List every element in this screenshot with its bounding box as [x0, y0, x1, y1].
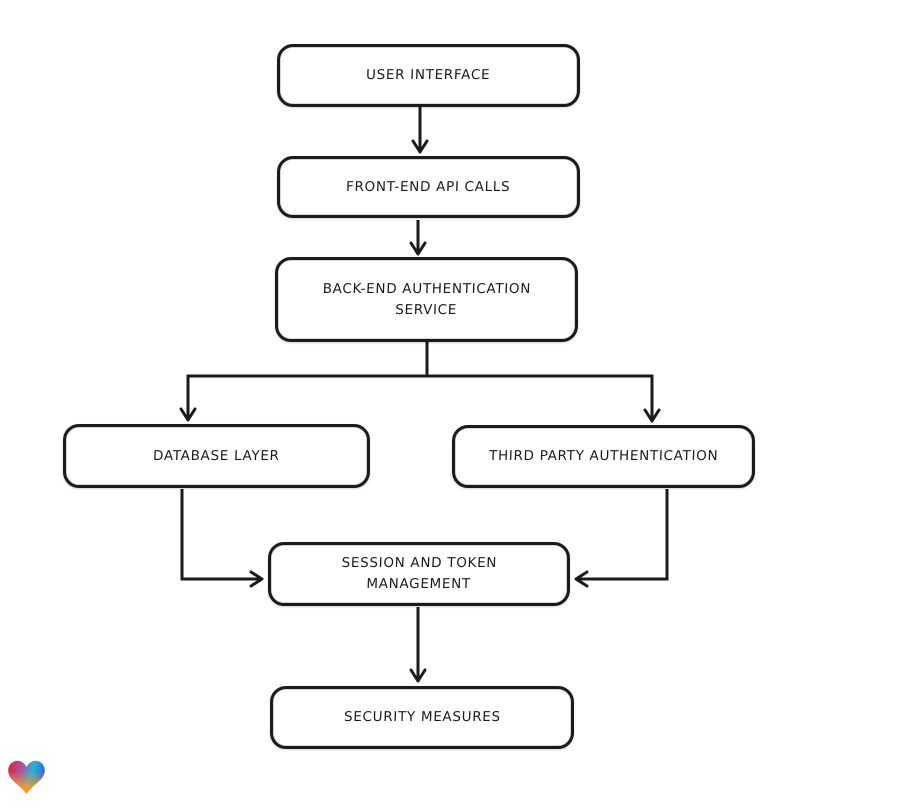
node-backend-authentication-service: BACK-END AUTHENTICATION SERVICE — [275, 257, 578, 342]
node-database-layer-label: DATABASE LAYER — [152, 447, 281, 464]
edge-database-to-session — [180, 489, 264, 588]
node-security-measures-label: SECURITY MEASURES — [343, 709, 501, 726]
node-third-party-authentication: THIRD PARTY AUTHENTICATION — [452, 425, 755, 488]
node-security-measures: SECURITY MEASURES — [270, 686, 574, 749]
node-session-and-token-management-label: SESSION AND TOKEN MANAGEMENT — [341, 555, 498, 592]
node-user-interface-label: USER INTERFACE — [366, 67, 491, 84]
node-frontend-api-calls-label: FRONT-END API CALLS — [346, 178, 511, 195]
node-third-party-authentication-label: THIRD PARTY AUTHENTICATION — [488, 448, 719, 465]
node-frontend-api-calls: FRONT-END API CALLS — [277, 156, 580, 218]
node-session-and-token-management: SESSION AND TOKEN MANAGEMENT — [268, 542, 570, 606]
node-user-interface: USER INTERFACE — [277, 44, 580, 107]
node-database-layer: DATABASE LAYER — [63, 424, 370, 488]
node-backend-authentication-service-label: BACK-END AUTHENTICATION SERVICE — [322, 280, 532, 318]
edge-thirdparty-to-session — [574, 489, 669, 588]
gradient-heart-logo-icon — [8, 760, 45, 794]
